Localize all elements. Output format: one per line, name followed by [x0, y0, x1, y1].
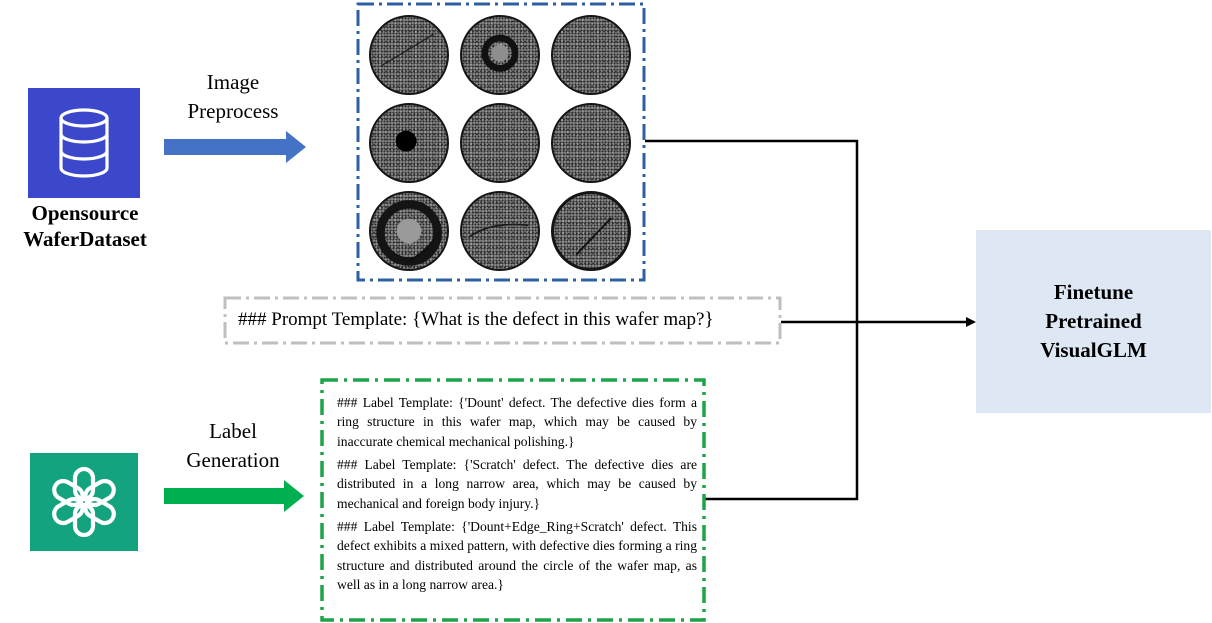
- finetune-line2: Pretrained: [1045, 309, 1142, 333]
- prompt-border: [223, 296, 782, 345]
- dataset-database-icon: [28, 88, 140, 198]
- wafer-map-1: [369, 15, 449, 95]
- openai-icon: [30, 453, 138, 551]
- generation-arrow: [164, 480, 304, 512]
- finetune-line1: Finetune: [1053, 280, 1134, 304]
- wafer-map-7: [369, 191, 449, 271]
- preprocess-label-line2: Preprocess: [187, 99, 279, 123]
- finetune-line3: VisualGLM: [1040, 338, 1147, 362]
- dataset-label-line2: WaferDataset: [23, 227, 147, 251]
- prompt-template-text: ### Prompt Template: {What is the defect…: [238, 309, 714, 330]
- preprocess-label-line1: Image: [206, 70, 260, 94]
- label-template-3: ### Label Template: {'Dount+Edge_Ring+Sc…: [337, 519, 697, 592]
- finetune-box: Finetune Pretrained VisualGLM: [976, 230, 1211, 413]
- wafer-map-5: [460, 103, 540, 183]
- label-border: [320, 378, 706, 622]
- wafer-map-2: [460, 15, 540, 95]
- wafer-map-9: [551, 191, 631, 271]
- label-template-1: ### Label Template: {'Dount' defect. The…: [337, 395, 697, 449]
- wafer-map-3: [551, 15, 631, 95]
- wafer-map-4: [369, 103, 449, 183]
- preprocess-arrow: [164, 131, 306, 163]
- wafer-map-6: [551, 103, 631, 183]
- dataset-label-line1: Opensource: [31, 201, 139, 225]
- prompt-template: ### Prompt Template: {What is the defect…: [224, 297, 780, 343]
- generation-label-line1: Label: [209, 419, 257, 443]
- wafer-connector: [645, 139, 859, 501]
- generation-label-line2: Generation: [186, 448, 280, 472]
- generation-label: Label Generation: [168, 417, 298, 475]
- label-template-2: ### Label Template: {'Scratch' defect. T…: [337, 457, 697, 511]
- dataset-label: Opensource WaferDataset: [4, 200, 166, 252]
- wafer-map-grid: [357, 3, 644, 280]
- wafer-map-8: [460, 191, 540, 271]
- label-templates: ### Label Template: {'Dount' defect. The…: [321, 379, 704, 620]
- wafer-grid-border: [356, 2, 646, 282]
- preprocess-label: Image Preprocess: [168, 68, 298, 126]
